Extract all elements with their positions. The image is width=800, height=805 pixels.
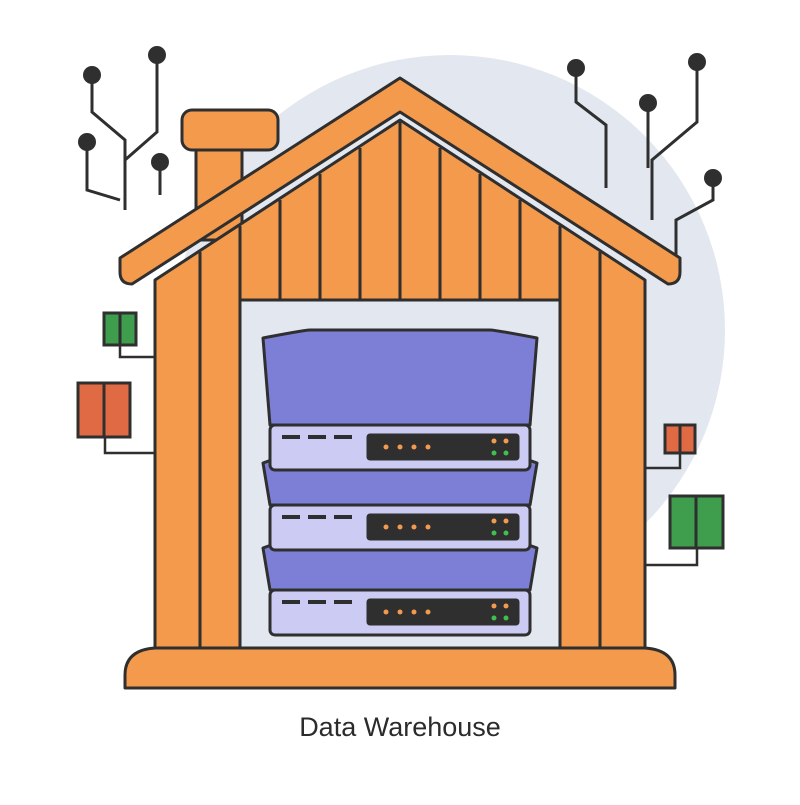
server-slot (308, 600, 326, 604)
server-slot (308, 515, 326, 519)
circuit-node-icon (148, 46, 166, 64)
server-status-led (491, 438, 497, 444)
server-status-led (503, 518, 509, 524)
data-module-icon (76, 381, 132, 439)
circuit-node-icon (151, 153, 169, 171)
circuit-node-icon (704, 169, 722, 187)
server-led (383, 609, 389, 615)
data-modules (76, 311, 725, 550)
server-slot (282, 515, 300, 519)
server-slot (282, 435, 300, 439)
server-status-led (491, 518, 497, 524)
warehouse-base (123, 646, 677, 690)
server-slot (308, 435, 326, 439)
server-led (383, 444, 389, 450)
server-display (366, 433, 520, 461)
server-status-led (491, 530, 497, 536)
server-status-led (491, 615, 497, 621)
caption-title: Data Warehouse (299, 712, 501, 742)
circuit-node-icon (78, 133, 96, 151)
server-slot (334, 435, 352, 439)
server-slot (334, 600, 352, 604)
server-led (383, 524, 389, 530)
circuit-lines-right (574, 62, 715, 260)
circuit-node-icon (639, 94, 657, 112)
circuit-nodes-left (78, 46, 169, 171)
server-led (425, 444, 431, 450)
data-module-icon (668, 494, 725, 550)
server-body (261, 328, 539, 427)
server-status-led (491, 450, 497, 456)
server-unit-top (261, 328, 539, 472)
server-led (411, 444, 417, 450)
server-led (411, 609, 417, 615)
server-display (366, 513, 520, 541)
server-status-led (491, 603, 497, 609)
server-unit-bottom (261, 538, 539, 637)
server-status-led (503, 438, 509, 444)
server-slot (334, 515, 352, 519)
server-status-led (503, 530, 509, 536)
circuit-node-icon (567, 59, 585, 77)
circuit-node-icon (688, 53, 706, 71)
module-connectors (103, 345, 699, 567)
server-status-led (503, 450, 509, 456)
server-led (425, 609, 431, 615)
server-display (366, 598, 520, 626)
warehouse-roof (118, 76, 682, 286)
data-module-icon (102, 311, 138, 347)
server-slot (282, 600, 300, 604)
server-status-led (503, 615, 509, 621)
server-led (411, 524, 417, 530)
server-led (397, 444, 403, 450)
server-status-led (503, 603, 509, 609)
server-led (425, 524, 431, 530)
server-led (397, 609, 403, 615)
data-module-icon (663, 423, 697, 455)
circuit-node-icon (83, 66, 101, 84)
circuit-lines-left (85, 55, 162, 210)
server-led (397, 524, 403, 530)
circuit-nodes-right (567, 53, 722, 187)
server-rack-icon (261, 328, 539, 637)
